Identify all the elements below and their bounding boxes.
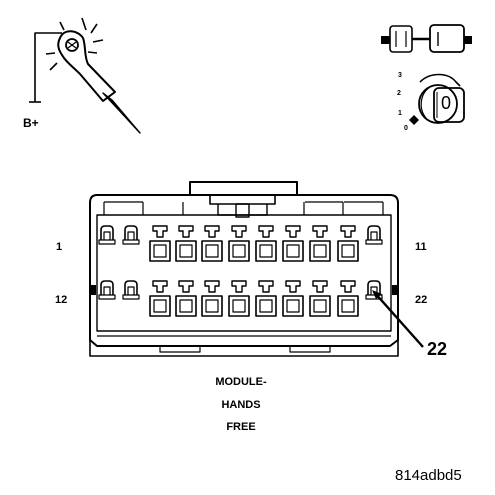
pin-row-bottom	[98, 280, 383, 317]
ignition-position-2: 2	[397, 90, 401, 97]
ignition-position-1: 1	[398, 110, 402, 117]
pin-cavity	[309, 225, 331, 262]
caption-line-1: MODULE-	[215, 376, 267, 388]
pin-row-top	[98, 225, 383, 262]
pin-label-1: 1	[56, 241, 63, 253]
pin-cavity	[282, 280, 304, 317]
caption-line-3: FREE	[226, 421, 256, 433]
pin-cavity	[228, 280, 250, 317]
light-ray	[45, 52, 56, 55]
pin-cavity	[255, 225, 277, 262]
light-ray	[92, 39, 104, 43]
pin-cavity	[149, 225, 171, 262]
ignition-position-0: 0	[404, 125, 408, 132]
ignition-position-3: 3	[398, 72, 402, 79]
pin-cavity	[309, 280, 331, 317]
pin-cavity	[337, 280, 359, 317]
pin-label-22: 22	[415, 294, 428, 306]
connector-body	[89, 181, 399, 357]
callout-22: 22	[427, 339, 448, 359]
light-ray	[59, 21, 65, 31]
light-ray	[49, 62, 58, 71]
pin-cavity	[282, 225, 304, 262]
pin-cavity	[228, 225, 250, 262]
pin-cavity	[175, 280, 197, 317]
test-light-probe-icon	[29, 17, 141, 134]
pin-cavity	[255, 280, 277, 317]
pin-cavity	[201, 280, 223, 317]
pin-cavity	[149, 280, 171, 317]
pin-label-11: 11	[415, 241, 427, 253]
pin-cavity	[337, 225, 359, 262]
key-position-label: 0	[441, 93, 452, 113]
ignition-switch-icon	[409, 73, 465, 125]
pin-cavity-latch	[98, 225, 116, 245]
pin-cavity	[175, 225, 197, 262]
caption-line-2: HANDS	[221, 399, 261, 411]
pin-cavity-latch	[365, 280, 383, 300]
light-ray	[90, 23, 98, 34]
pin-cavity-latch	[98, 280, 116, 300]
pin-cavity-latch	[122, 225, 140, 245]
light-ray	[81, 17, 87, 31]
ignition-pointer	[409, 115, 419, 125]
pin-cavity-latch	[122, 280, 140, 300]
figure-id: 814adbd5	[395, 467, 462, 484]
pin-cavity-latch	[365, 225, 383, 245]
pin-label-12: 12	[55, 294, 68, 306]
ignition-key-icon	[381, 24, 472, 53]
light-ray	[87, 51, 98, 54]
pin-22-leader	[372, 290, 424, 348]
b-plus-label: B+	[23, 116, 39, 130]
pin-cavity	[201, 225, 223, 262]
